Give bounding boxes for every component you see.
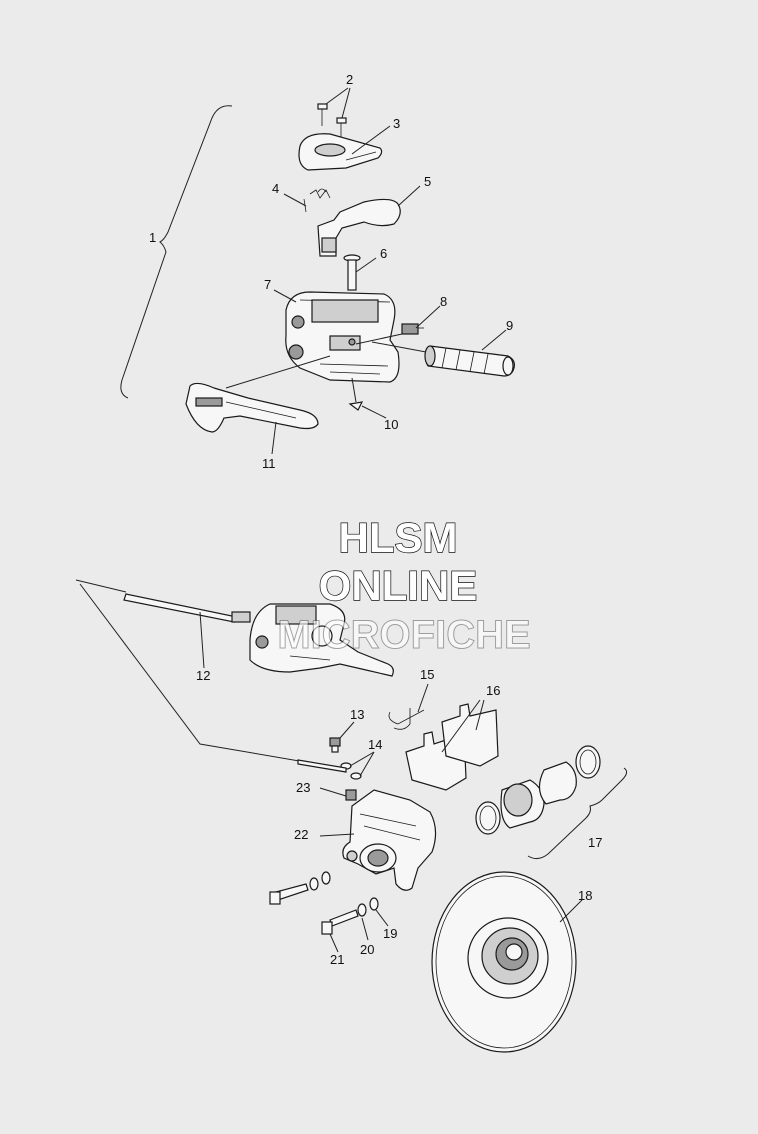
leader-15 [417, 683, 429, 713]
leader-23 [319, 787, 347, 797]
part-19-20-washers [309, 871, 379, 917]
part-10-clip [348, 401, 364, 411]
watermark-line-2: ONLINE [319, 562, 478, 609]
callout-14: 14 [368, 737, 382, 752]
callout-13: 13 [350, 707, 364, 722]
leader-8 [415, 305, 441, 329]
callout-5: 5 [424, 174, 431, 189]
leader-4 [283, 193, 307, 207]
callout-12: 12 [196, 668, 210, 683]
part-15-pad-pin-clip [388, 708, 425, 730]
part-21-bolts [269, 883, 359, 935]
part-22-caliper [342, 789, 437, 891]
part-5-lever-arm [317, 198, 401, 257]
callout-21: 21 [330, 952, 344, 967]
part-16-brake-pads [405, 703, 499, 791]
callout-10: 10 [384, 417, 398, 432]
part-17-pistons-seals [475, 745, 601, 835]
callout-4: 4 [272, 181, 279, 196]
leader-11 [271, 421, 277, 455]
part-4-spring-clip [303, 188, 331, 213]
callout-9: 9 [506, 318, 513, 333]
watermark-line-1: HLSM [339, 514, 458, 561]
leader-14b [359, 751, 375, 777]
part-17-bracket [527, 767, 628, 860]
part-2-screws [317, 103, 347, 138]
leader-11b [225, 355, 331, 389]
part-6-pin [343, 254, 361, 291]
callout-8: 8 [440, 294, 447, 309]
callout-11: 11 [262, 456, 276, 471]
leader-16b [475, 699, 485, 731]
leader-10 [361, 405, 387, 419]
callout-1: 1 [149, 230, 156, 245]
callout-6: 6 [380, 246, 387, 261]
part-18-brake-disc [431, 871, 577, 1053]
leader-3 [351, 125, 391, 155]
callout-23: 23 [296, 780, 310, 795]
part-12-brake-line [123, 593, 251, 623]
leader-7 [273, 289, 297, 303]
part-3-reservoir-cover [298, 133, 383, 171]
watermark-line-3: MICROFICHE [277, 613, 530, 657]
callout-2: 2 [346, 72, 353, 87]
brake-line-lower [297, 759, 347, 773]
callout-17: 17 [588, 835, 602, 850]
leader-9b [371, 341, 427, 353]
leader-5 [397, 185, 421, 207]
callout-22: 22 [294, 827, 308, 842]
callout-20: 20 [360, 942, 374, 957]
part-13-banjo-bolt [329, 737, 341, 753]
part-11-hand-lever [185, 382, 319, 433]
leader-16a [441, 699, 481, 753]
leader-14a [349, 751, 375, 767]
leader-19 [375, 909, 389, 927]
leader-2b [341, 87, 351, 119]
leader-10b [351, 377, 357, 403]
leader-12 [199, 611, 205, 669]
assembled-master-cylinder [249, 603, 394, 677]
callout-18: 18 [578, 888, 592, 903]
leader-8b [355, 333, 403, 345]
callout-3: 3 [393, 116, 400, 131]
callout-16: 16 [486, 683, 500, 698]
brake-line-run-lines [75, 579, 341, 769]
assembly-1-bracket [120, 105, 233, 399]
leader-9 [481, 329, 507, 351]
part-7-master-cylinder-body [285, 291, 400, 383]
callout-15: 15 [420, 667, 434, 682]
part-9-piston [424, 345, 515, 377]
part-23-bleeder [345, 789, 357, 801]
leader-13 [339, 721, 355, 739]
leader-21 [329, 933, 339, 953]
leader-18 [559, 899, 583, 923]
leader-2a [325, 87, 349, 105]
callout-19: 19 [383, 926, 397, 941]
callout-7: 7 [264, 277, 271, 292]
leader-22 [319, 833, 355, 837]
leader-6 [355, 257, 377, 273]
part-8-brake-switch [401, 323, 424, 335]
leader-20 [361, 917, 369, 941]
